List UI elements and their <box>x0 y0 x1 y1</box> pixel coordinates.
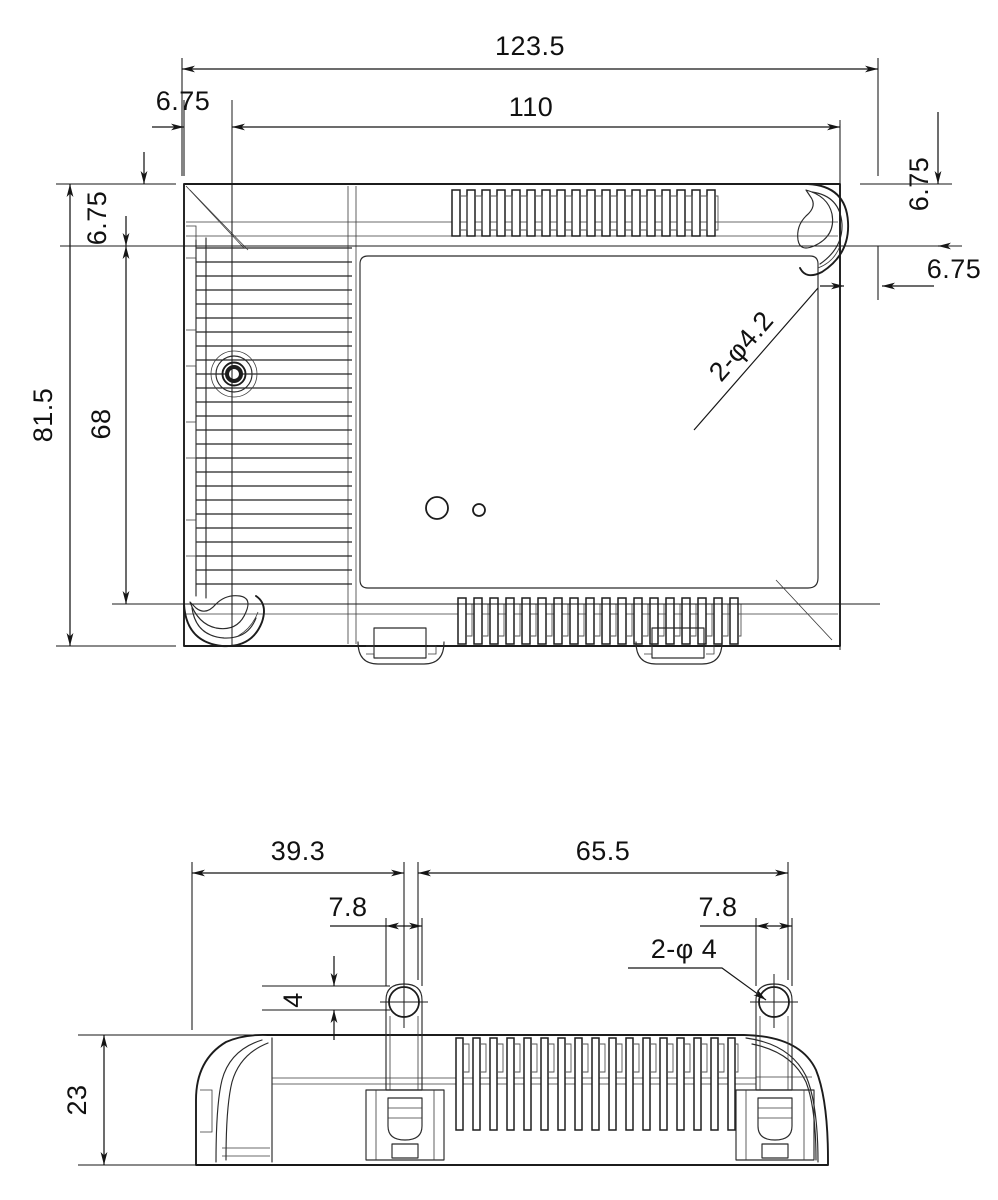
corner-chamfer-tl2 <box>185 185 245 249</box>
side-view-heatsink-fins <box>455 1037 739 1131</box>
dim-label-4: 4 <box>278 992 308 1008</box>
dim-right-lower-offset-6-75: 6.75 <box>820 242 982 300</box>
mounting-bracket-right <box>735 974 815 1161</box>
top-view-group: 123.5 110 6.75 6.75 6 <box>28 31 982 665</box>
top-vent-slots <box>451 189 719 237</box>
dim-39-3: 39.3 <box>191 836 405 1030</box>
dim-65-5: 65.5 <box>417 836 789 980</box>
dim-label-23: 23 <box>62 1084 92 1115</box>
indicator-hole-small <box>472 503 486 517</box>
mounting-clip-left <box>357 627 445 665</box>
dim-top-offset-6-75: 6.75 <box>82 152 176 246</box>
dim-label-right-lower-offset: 6.75 <box>927 254 982 284</box>
dim-label-123-5: 123.5 <box>495 31 565 61</box>
indicator-hole-large <box>425 496 449 520</box>
dim-overall-width-123-5: 123.5 <box>181 31 879 176</box>
dim-right-top-offset-6-75: 6.75 <box>860 112 952 247</box>
dim-23: 23 <box>62 1034 340 1166</box>
keyhole-notch-bottom-left <box>183 595 265 648</box>
dim-label-65-5: 65.5 <box>576 836 631 866</box>
bottom-vent-slots <box>457 597 742 645</box>
keyhole-notch-top-right <box>797 183 849 277</box>
side-view-group: 39.3 65.5 7.8 7.8 <box>62 836 829 1166</box>
dim-label-110: 110 <box>509 92 554 122</box>
dim-label-81-5: 81.5 <box>28 388 58 443</box>
mounting-bracket-left <box>365 974 445 1161</box>
dim-label-39-3: 39.3 <box>271 836 326 866</box>
screw-boss <box>210 350 258 398</box>
dim-label-right-top-offset: 6.75 <box>904 157 934 212</box>
dim-label-top-offset: 6.75 <box>82 191 112 246</box>
dim-label-left-offset: 6.75 <box>156 86 211 116</box>
dim-7-8-right: 7.8 <box>698 892 793 986</box>
corner-chamfer-tl <box>189 189 249 251</box>
left-heatsink-fins <box>186 225 352 599</box>
callout-label-phi-4: 2-φ 4 <box>651 934 718 964</box>
dim-7-8-left: 7.8 <box>328 892 423 986</box>
dim-left-offset-6-75: 6.75 <box>152 86 210 176</box>
mounting-clip-right <box>635 627 723 665</box>
dim-overall-height-81-5: 81.5 <box>28 183 176 647</box>
dim-label-7-8-right: 7.8 <box>698 892 737 922</box>
dim-4: 4 <box>262 956 390 1040</box>
dim-label-68: 68 <box>86 408 116 439</box>
dim-label-7-8-left: 7.8 <box>328 892 367 922</box>
callout-bracket-holes: 2-φ 4 <box>628 934 767 1001</box>
corner-chamfer-br <box>775 579 833 641</box>
